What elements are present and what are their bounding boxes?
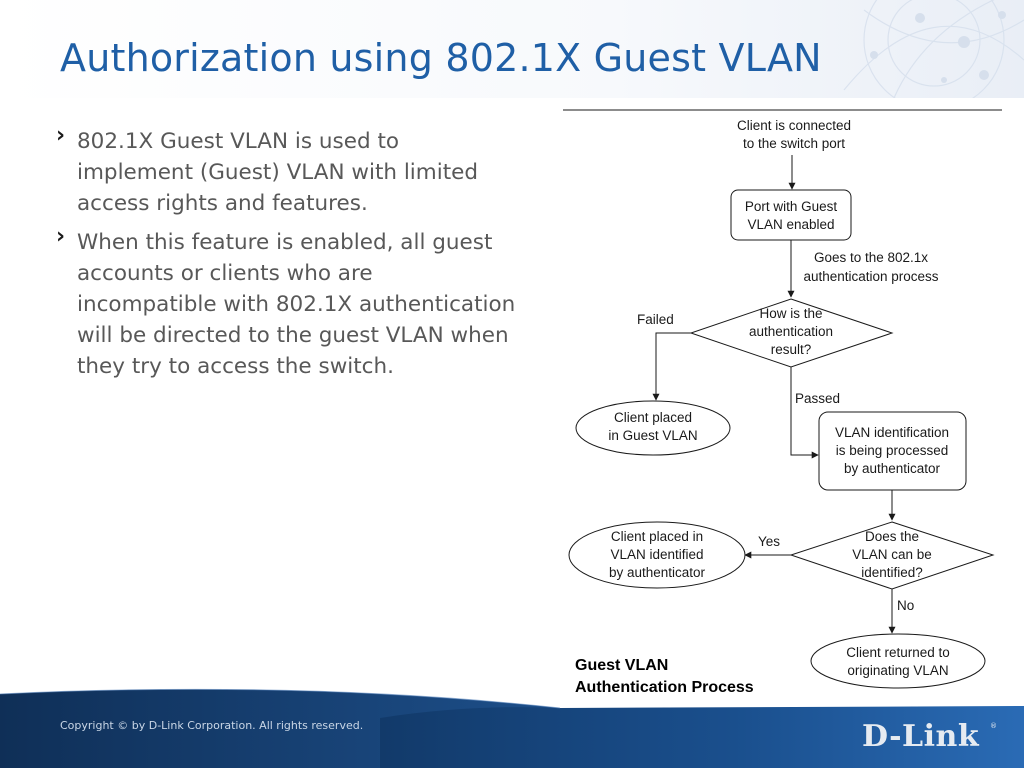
bullet-list: › 802.1X Guest VLAN is used to implement… [56,123,516,390]
registered-mark: ® [990,722,997,730]
vlan-box-line: is being processed [836,443,949,458]
bullet-text: When this feature is enabled, all guest … [77,230,516,379]
diagram-caption-line: Authentication Process [575,679,754,696]
goes-label-line: authentication process [803,269,938,284]
globe-network-graphic [843,0,1024,98]
bullet-chevron-icon: › [56,123,66,148]
diagram-caption-line: Guest VLAN [575,657,668,674]
passed-arrow [790,367,819,459]
flowchart-diagram: Client is connected to the switch port P… [563,109,1002,696]
vlan-box-line: VLAN identification [835,425,949,440]
vlan-box-line: by authenticator [844,461,941,476]
page-title: Authorization using 802.1X Guest VLAN [60,36,822,80]
decision2-line: identified? [861,565,923,580]
start-text-line: to the switch port [743,136,845,151]
yes-label: Yes [758,534,780,549]
port-box [730,189,852,241]
bullet-item: › 802.1X Guest VLAN is used to implement… [56,123,516,219]
failed-arrow [652,332,691,401]
footer-band [0,688,1024,768]
decision1-line: authentication [749,324,833,339]
header-band: Authorization using 802.1X Guest VLAN [0,0,1024,98]
guest-oval-line: in Guest VLAN [608,428,697,443]
decision2-line: VLAN can be [852,547,932,562]
decision2-line: Does the [865,529,919,544]
client-identified-oval [568,521,746,589]
returned-oval-line: originating VLAN [847,663,948,678]
bullet-text: 802.1X Guest VLAN is used to implement (… [77,129,479,216]
goes-label-line: Goes to the 802.1x [814,250,928,265]
bullet-item: › When this feature is enabled, all gues… [56,224,516,382]
passed-label: Passed [795,391,840,406]
identified-oval-line: VLAN identified [610,547,703,562]
guest-vlan-oval [575,400,731,456]
dlink-logo: D-Link [862,719,980,754]
decision1-line: How is the [759,306,822,321]
port-box-line: Port with Guest [745,199,838,214]
copyright-text: Copyright © by D-Link Corporation. All r… [60,719,364,732]
no-label: No [897,598,914,613]
returned-oval-line: Client returned to [846,645,950,660]
client-returned-oval [810,633,986,689]
port-box-line: VLAN enabled [747,217,834,232]
start-text: Client is connected to the switch port [737,118,851,151]
failed-label: Failed [637,312,674,327]
guest-oval-line: Client placed [614,410,692,425]
identified-oval-line: Client placed in [611,529,703,544]
identified-oval-line: by authenticator [609,565,706,580]
start-text-line: Client is connected [737,118,851,133]
decision1-line: result? [771,342,812,357]
bullet-chevron-icon: › [56,224,66,249]
